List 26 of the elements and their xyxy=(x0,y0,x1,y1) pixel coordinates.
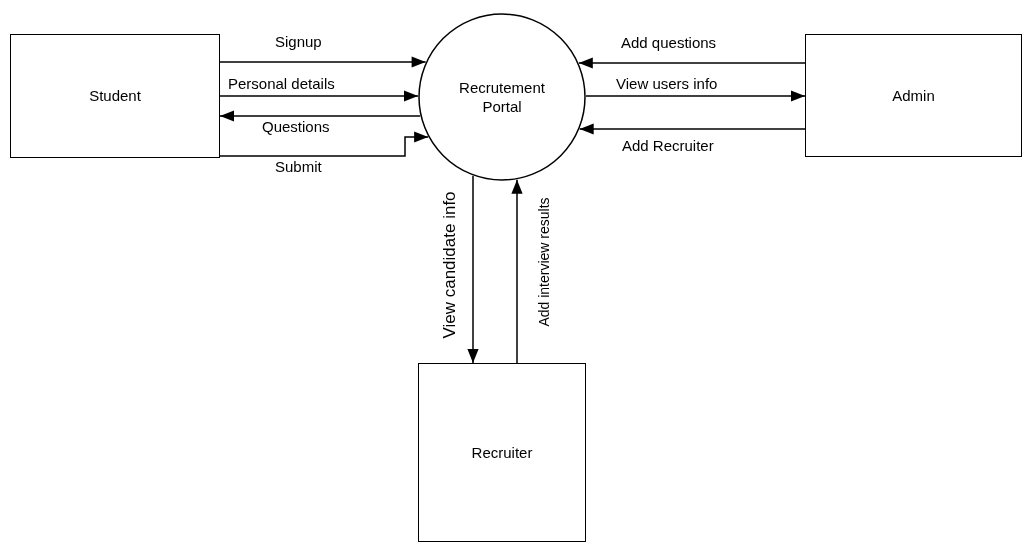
arrow xyxy=(219,131,429,157)
arrow xyxy=(511,178,523,364)
node-label: Admin xyxy=(892,85,935,106)
edge-label: View users info xyxy=(616,76,718,93)
arrow xyxy=(467,175,479,364)
node-label: Recruiter xyxy=(471,442,533,463)
arrow xyxy=(585,90,806,102)
process-circle xyxy=(418,13,586,181)
node-label: Student xyxy=(89,86,141,106)
entity-box xyxy=(418,363,586,542)
edge-label: Add Recruiter xyxy=(622,138,714,155)
arrow xyxy=(578,57,806,69)
arrow xyxy=(219,90,419,102)
arrow xyxy=(219,110,421,122)
edge-label: Submit xyxy=(275,159,322,176)
edge-label: Add interview results xyxy=(537,197,553,327)
edge-label: Signup xyxy=(275,34,322,51)
edge-label: Personal details xyxy=(228,76,335,93)
entity-box xyxy=(10,34,220,158)
arrow xyxy=(578,123,806,135)
edge-label: Questions xyxy=(262,119,330,136)
edge-label: View candidate info xyxy=(440,191,460,339)
arrow xyxy=(219,56,427,68)
node-label: Recrutement Portal xyxy=(458,77,546,117)
edge-label: Add questions xyxy=(621,35,717,52)
entity-box xyxy=(805,34,1022,157)
